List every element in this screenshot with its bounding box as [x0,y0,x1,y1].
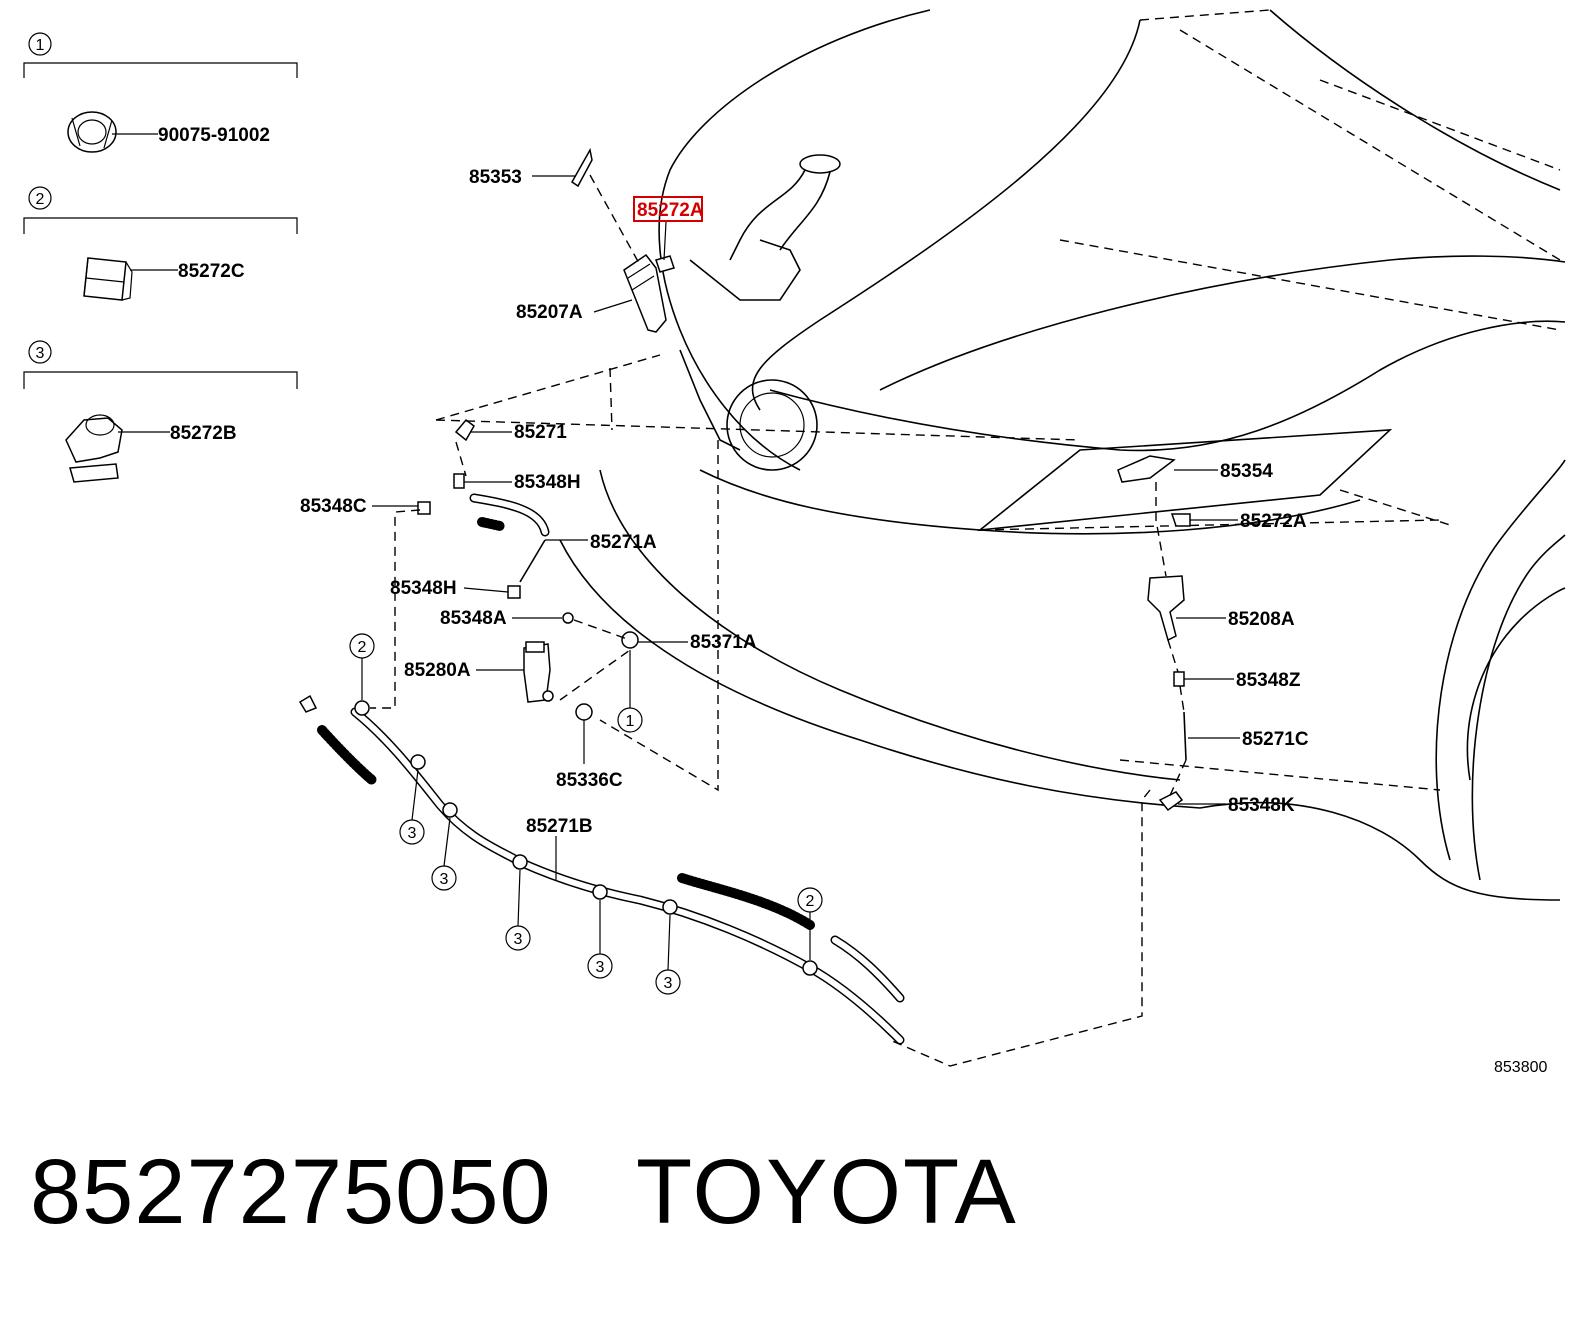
label-85348A: 85348A [440,608,507,629]
hose-85271C [1183,711,1187,761]
clamp-icon [83,257,133,301]
joint-85271 [454,418,475,442]
hose-85271A [469,493,550,583]
highlight-box-85272A [633,196,703,222]
legend-num-1: 1 [36,37,45,54]
label-85348H-upper: 85348H [514,472,581,493]
label-85354: 85354 [1220,461,1273,482]
cap-85353 [571,147,593,188]
nozzle-85207A [623,253,667,333]
label-85348K: 85348K [1228,795,1295,816]
label-85348Z: 85348Z [1236,670,1301,691]
diagram-ref-code: 853800 [1494,1059,1547,1076]
joint-85348H-upper [453,473,465,489]
hose-clip-icon [65,414,123,483]
grommet-85336C [575,703,593,721]
joint-85348A [562,612,574,624]
callout-2-right: 2 [806,893,815,910]
part-labels: 85353 85272A 85207A 85271 85348H 85348C … [300,167,1547,1076]
dashed-leaders [370,174,1187,1067]
legend-item-2: 2 85272C [23,186,298,301]
clip-85272A-top [655,255,675,273]
joint-85348H-lower [507,585,521,599]
callout-2-left: 2 [358,639,367,656]
callout-3-a: 3 [408,825,417,842]
nozzle-85208A [1147,575,1185,642]
vehicle-body-outline [559,9,1566,901]
legend-item-1: 1 90075-91002 [23,32,298,153]
legend-part-1: 90075-91002 [158,125,270,146]
grommet-85371A [621,631,639,649]
legend-num-2: 2 [36,191,45,208]
cap-85354 [1117,455,1176,483]
footer-part-number: 8527275050 [30,1141,552,1243]
callout-3-c: 3 [514,931,523,948]
callout-3-d: 3 [596,959,605,976]
label-85271A: 85271A [590,532,657,553]
clip-icon [67,111,117,153]
label-85353: 85353 [469,167,522,188]
label-85348C: 85348C [300,496,367,517]
legend-part-3: 85272B [170,423,237,444]
label-85336C: 85336C [556,770,623,791]
legend-num-3: 3 [36,345,45,362]
legend-part-2: 85272C [178,261,245,282]
label-85272A-right: 85272A [1240,511,1307,532]
label-85271: 85271 [514,422,567,443]
label-85271B: 85271B [526,816,593,837]
callout-3-e: 3 [664,975,673,992]
label-85371A: 85371A [690,632,757,653]
label-85280A: 85280A [404,660,471,681]
legend-item-3: 3 85272B [23,340,298,483]
callout-3-b: 3 [440,871,449,888]
hose-85271B [298,694,905,1045]
footer-brand: TOYOTA [636,1141,1018,1243]
label-85207A: 85207A [516,302,583,323]
callout-1: 1 [626,713,635,730]
label-85208A: 85208A [1228,609,1295,630]
label-85271C: 85271C [1242,729,1309,750]
pump-85280A [523,641,554,703]
label-85348H-lower: 85348H [390,578,457,599]
clip-85272A-right [1170,513,1191,527]
label-85272A-highlighted: 85272A [637,200,704,221]
joint-85348C [417,501,431,515]
callout-markers: 2 3 3 3 3 3 2 1 [349,633,823,995]
joint-85348Z [1173,671,1185,687]
